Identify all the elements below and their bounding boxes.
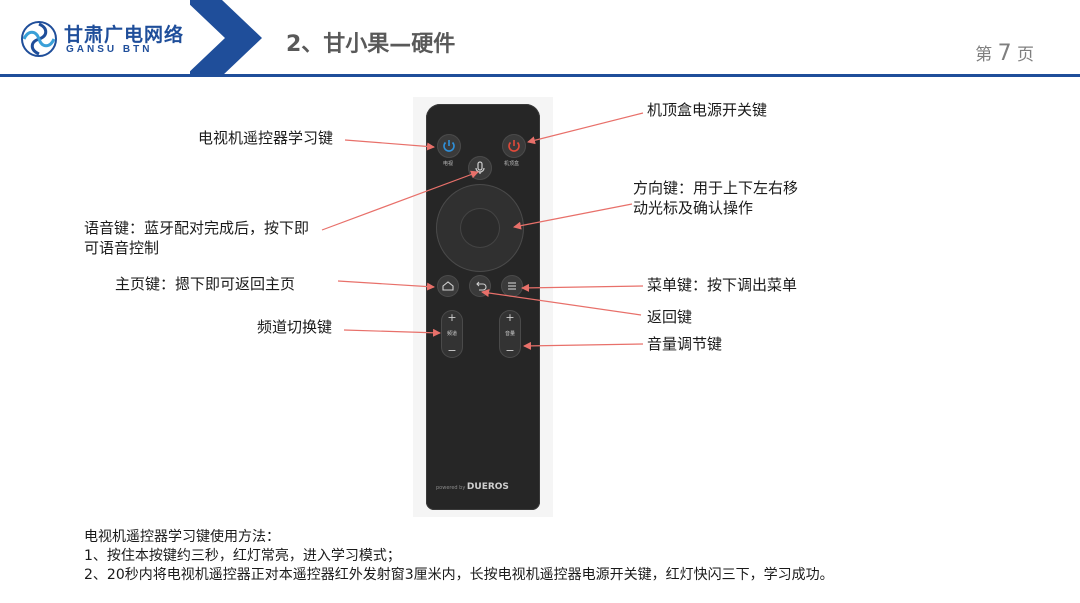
arrow-tv-learn — [345, 140, 434, 147]
usage-title: 电视机遥控器学习键使用方法： — [84, 528, 834, 547]
callout-dpad: 方向键：用于上下左右移 动光标及确认操作 — [633, 178, 798, 218]
callout-voice: 语音键：蓝牙配对完成后，按下即 可语音控制 — [84, 218, 309, 258]
callout-back: 返回键 — [647, 307, 692, 327]
callout-dpad-line1: 方向键：用于上下左右移 — [633, 178, 798, 198]
callout-dpad-line2: 动光标及确认操作 — [633, 198, 798, 218]
arrow-channel — [344, 330, 440, 333]
arrow-voice — [322, 172, 478, 230]
arrow-home — [338, 281, 434, 287]
callout-channel: 频道切换键 — [257, 317, 332, 337]
callout-volume: 音量调节键 — [647, 334, 722, 354]
callout-stb-power: 机顶盒电源开关键 — [647, 100, 767, 120]
arrow-back — [482, 292, 641, 315]
callout-voice-line1: 语音键：蓝牙配对完成后，按下即 — [84, 218, 309, 238]
callout-menu: 菜单键：按下调出菜单 — [647, 275, 797, 295]
usage-step-1: 1、按住本按键约三秒，红灯常亮，进入学习模式； — [84, 547, 834, 566]
arrow-volume — [524, 344, 643, 346]
callout-tv-learn: 电视机遥控器学习键 — [198, 128, 333, 148]
usage-instructions: 电视机遥控器学习键使用方法： 1、按住本按键约三秒，红灯常亮，进入学习模式； 2… — [84, 528, 834, 585]
arrow-menu — [522, 286, 643, 288]
callout-voice-line2: 可语音控制 — [84, 238, 309, 258]
callout-home: 主页键：摁下即可返回主页 — [115, 274, 295, 294]
arrow-stb-power — [528, 113, 643, 142]
arrow-dpad — [514, 204, 632, 227]
usage-step-2: 2、20秒内将电视机遥控器正对本遥控器红外发射窗3厘米内，长按电视机遥控器电源开… — [84, 566, 834, 585]
